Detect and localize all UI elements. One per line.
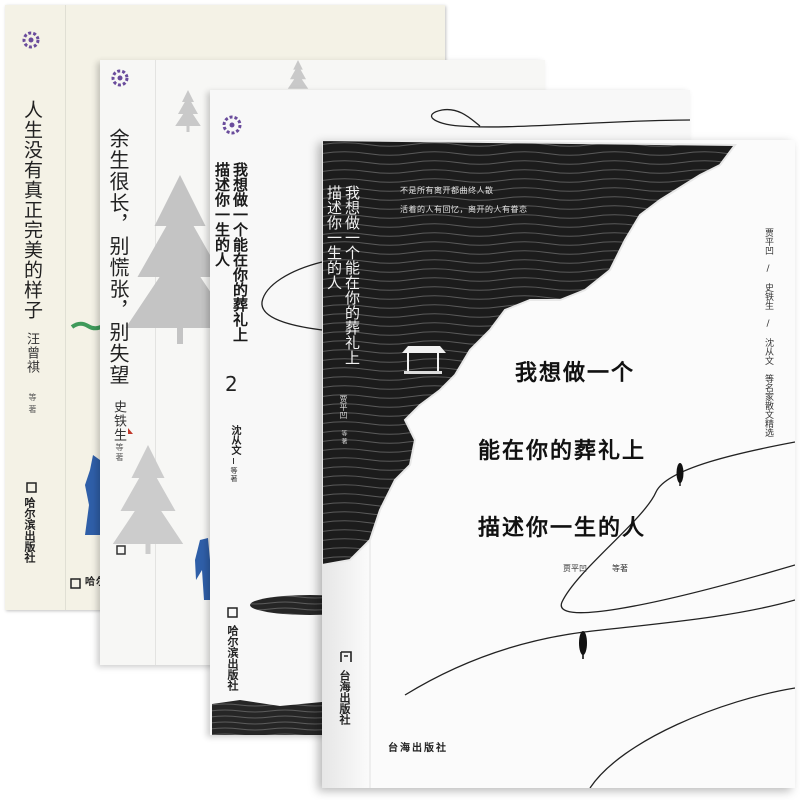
tagline-line: 活着的人有回忆，离开的人有眷恋: [400, 205, 528, 214]
book-4-art: [322, 140, 795, 788]
book-4-cover: 不是所有离开都曲终人散 活着的人有回忆，离开的人有眷恋 我想做一个能在你的葬礼上…: [322, 140, 795, 788]
main-title-line-3: 描述你一生的人: [478, 515, 647, 541]
book-3-title-column-2: 描述你一生的人: [213, 162, 231, 267]
spine-author-suffix: 等著: [340, 430, 347, 446]
book-1-author-suffix: 等著: [28, 393, 37, 417]
tree-illustration: [175, 60, 309, 132]
publisher-logo-icon: [26, 482, 81, 589]
featured-author: 沈从文: [763, 338, 773, 365]
byline-suffix: 等著: [612, 564, 628, 573]
gazebo-illustration: [402, 346, 446, 374]
winding-path-line: [404, 599, 795, 696]
book-2-author: 史铁生: [111, 400, 126, 442]
red-mark-icon: [128, 428, 133, 434]
publisher-logo-icon: [340, 651, 352, 662]
publisher-logo-icon: [222, 115, 242, 135]
author-separator: /: [763, 319, 773, 329]
featured-author: 贾平凹: [763, 228, 773, 255]
book-1-author: 汪曾祺: [24, 332, 39, 374]
book-1-title: 人生没有真正完美的样子: [21, 100, 43, 320]
winding-path-line: [589, 687, 795, 788]
publisher-vertical: 台海出版社: [338, 670, 351, 725]
book-3-publisher: 哈尔滨出版社: [226, 625, 239, 691]
publisher-logo-icon: [227, 607, 238, 618]
main-title-line-1: 我想做一个: [515, 360, 636, 386]
book-3-title-column-1: 我想做一个能在你的葬礼上: [231, 162, 249, 342]
tagline-line: 不是所有离开都曲终人散: [400, 186, 494, 195]
anthology-note: 等名家散文精选: [763, 374, 773, 437]
book-1-art: [22, 31, 106, 589]
book-2-author-suffix: 等著: [115, 443, 124, 463]
publisher-logo-icon: [111, 69, 129, 87]
tree-icon: [676, 463, 684, 486]
publisher-logo-icon: [116, 545, 126, 555]
spine-title-column-1: 我想做一个能在你的葬礼上: [343, 185, 361, 365]
winding-path-line: [560, 441, 795, 614]
publisher-logo-icon: [22, 31, 40, 49]
page-edge-dark: [212, 700, 322, 735]
book-1-publisher-vertical: 哈尔滨出版社: [23, 497, 36, 563]
blue-deer-illustration: [195, 538, 212, 600]
spine-author: 贾平凹: [339, 395, 348, 419]
tree-illustration: [112, 445, 184, 554]
book-2-title: 余生很长，别慌张，别失望: [106, 128, 130, 386]
blue-figure-illustration: [85, 455, 100, 535]
spine-title-column-2: 描述你一生的人: [325, 185, 343, 290]
publisher-horizontal: 台海出版社: [388, 743, 448, 754]
wood-grain-cliff: [322, 140, 737, 567]
winding-path-line: [261, 261, 323, 331]
book-3-volume-number: 2: [225, 372, 238, 396]
cover-hinge-line: [65, 5, 66, 610]
byline-author: 贾平凹: [563, 564, 587, 573]
author-divider: [233, 458, 234, 464]
book-2-art: [111, 60, 309, 600]
main-title-line-2: 能在你的葬礼上: [478, 438, 647, 464]
winding-path-line: [430, 108, 690, 128]
book-3-author-suffix: 等著: [230, 467, 238, 483]
tree-illustration: [125, 175, 235, 344]
author-separator: /: [763, 264, 773, 274]
cover-hinge-line: [155, 60, 156, 665]
featured-authors: 贾平凹 / 史铁生 / 沈从文 等名家散文精选: [763, 228, 773, 437]
featured-author: 史铁生: [763, 283, 773, 310]
book-3-author: 沈从文: [229, 425, 240, 455]
tree-icon: [579, 631, 587, 659]
green-brush-stroke: [70, 321, 106, 331]
